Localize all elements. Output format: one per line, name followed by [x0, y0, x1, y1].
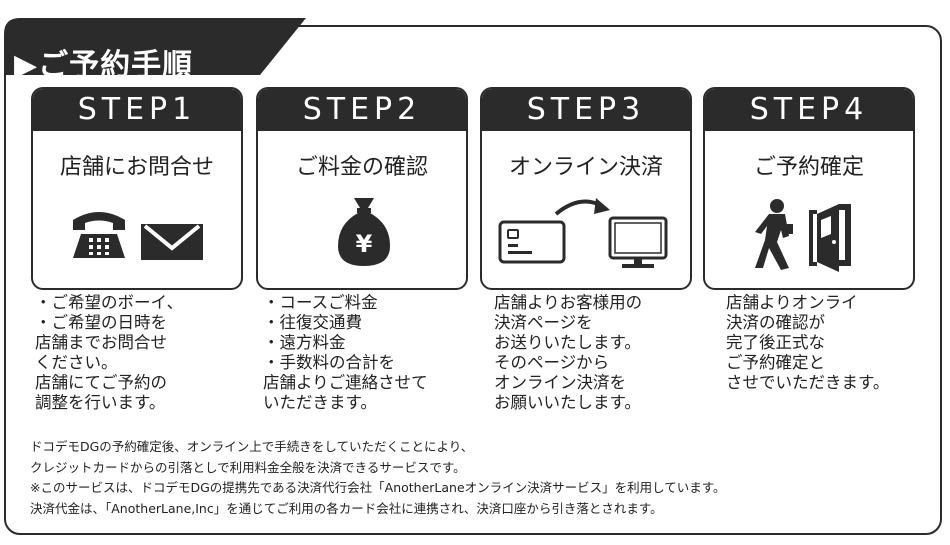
monitor-icon [608, 216, 668, 268]
credit-card-icon [498, 220, 566, 264]
envelope-icon [141, 224, 203, 260]
step-4-description: 店舗よりオンライ 決済の確認が 完了後正式な ご予約確定と させでいただきます。 [726, 293, 890, 392]
step-2-icons: ¥ [258, 194, 466, 272]
step-card-4: STEP4 ご予約確定 [703, 87, 915, 290]
step-title: 店舗にお問合せ [59, 155, 214, 180]
step-label: STEP2 [258, 89, 466, 131]
step-label: STEP1 [33, 89, 241, 131]
note-line: ※このサービスは、ドコデモDGの提携先である決済代行会社「AnotherLane… [30, 480, 726, 495]
money-bag-icon: ¥ [338, 198, 390, 266]
step-title: ご予約確定 [753, 155, 864, 180]
step-2-description: ・コースご料金 ・往復交通費 ・遠方料金 ・手数料の合計を 店舗よりご連絡させて… [263, 293, 428, 412]
step-3-description: 店舗よりお客様用の 決済ページを お送りいたします。 そのページから オンライン… [494, 293, 643, 412]
step-label: STEP4 [705, 89, 913, 131]
yen-symbol: ¥ [356, 230, 373, 258]
step-label: STEP3 [482, 89, 690, 131]
step-card-1: STEP1 店舗にお問合せ [31, 87, 243, 290]
step-title: ご料金の確認 [295, 155, 428, 180]
step-card-3: STEP3 オンライン決済 [480, 87, 692, 290]
walking-person-icon [755, 199, 793, 270]
note-line: 決済代金は、「AnotherLane,Inc」を通じてご利用の各カード会社に連携… [30, 500, 663, 516]
header-tab-shape [4, 18, 306, 75]
arrow-icon [554, 198, 610, 216]
reservation-steps-panel [4, 25, 942, 535]
payment-notes: ドコデモDGの予約確定後、オンライン上で手続きをしていただくことにより、 クレジ… [30, 437, 726, 519]
step-4-icons [705, 194, 913, 272]
note-line: ドコデモDGの予約確定後、オンライン上で手続きをしていただくことにより、 [30, 439, 474, 454]
phone-icon [73, 212, 125, 258]
step-1-icons [33, 194, 241, 272]
step-1-description: ・ご希望のボーイ、 ・ご希望の日時を 店舗までお問合せ ください。 店舗にてご予… [35, 293, 184, 412]
step-title: オンライン決済 [508, 155, 663, 180]
door-icon [809, 204, 851, 272]
page-title: ▶ご予約手順 [14, 48, 194, 83]
section-header-tab: ▶ご予約手順 [4, 18, 306, 83]
note-line: クレジットカードからの引落としで利用料金全般を決済できるサービスです。 [30, 459, 466, 475]
step-card-2: STEP2 ご料金の確認 ¥ [256, 87, 468, 290]
step-3-icons [482, 194, 690, 272]
